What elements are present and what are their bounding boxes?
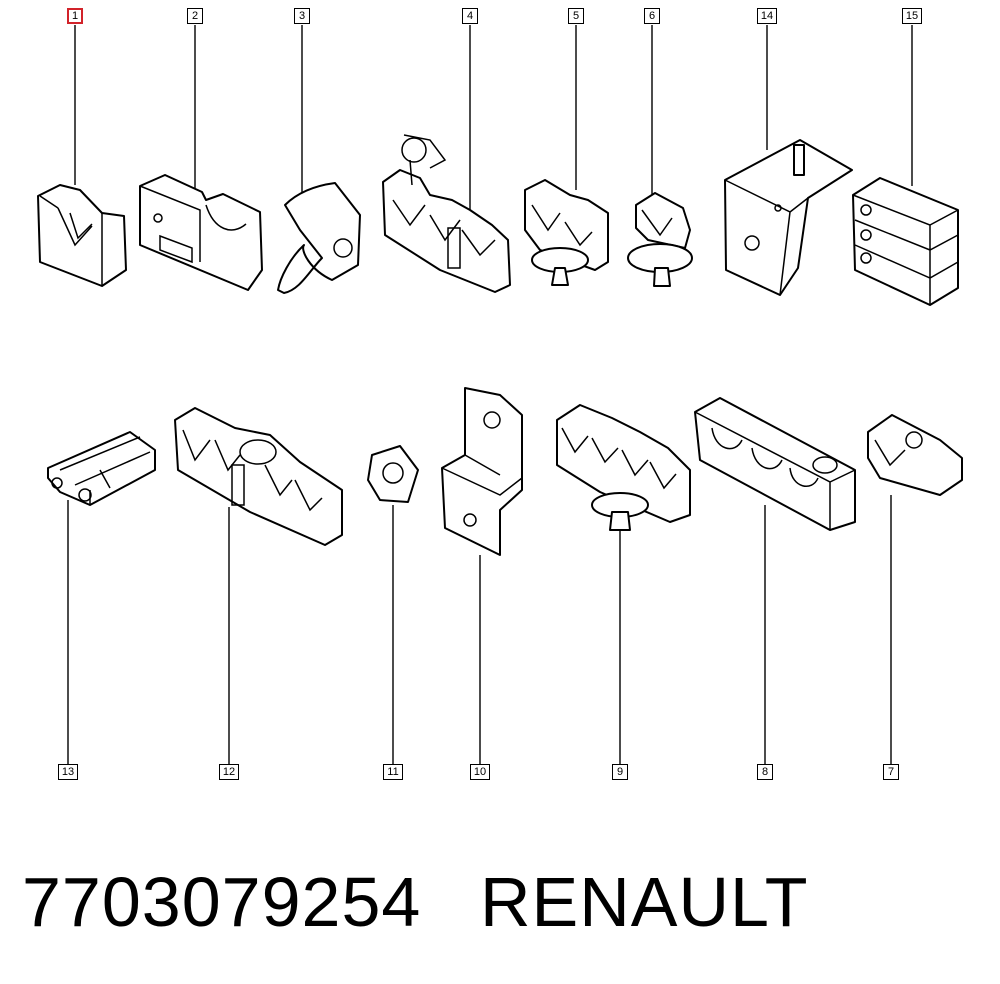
part-4-double-clip <box>382 134 511 293</box>
part-14-angle-bracket <box>724 139 853 296</box>
callout-1[interactable]: 1 <box>67 8 83 24</box>
part-10-z-bracket <box>441 387 523 556</box>
part-12-multi-clip <box>174 407 343 546</box>
part-2-clip <box>139 174 263 291</box>
part-15-multi-tube-block <box>852 177 959 306</box>
part-11-speed-nut <box>367 445 419 503</box>
part-9-quad-pin-clip <box>556 404 691 531</box>
part-5-double-pin-clip <box>524 179 609 286</box>
part-13-rail-strip <box>47 431 156 506</box>
part-number: 7703079254 <box>22 863 422 941</box>
callout-10[interactable]: 10 <box>470 764 490 780</box>
callout-11[interactable]: 11 <box>383 764 403 780</box>
part-8-long-block <box>694 397 856 531</box>
callout-2[interactable]: 2 <box>187 8 203 24</box>
callout-3[interactable]: 3 <box>294 8 310 24</box>
brand-name: RENAULT <box>480 863 809 941</box>
callout-5[interactable]: 5 <box>568 8 584 24</box>
part-3-spring-clip <box>277 182 361 294</box>
part-1-clip <box>37 184 127 287</box>
callout-12[interactable]: 12 <box>219 764 239 780</box>
callout-8[interactable]: 8 <box>757 764 773 780</box>
callout-4[interactable]: 4 <box>462 8 478 24</box>
callout-7[interactable]: 7 <box>883 764 899 780</box>
part-7-base-clip <box>867 414 963 496</box>
callout-13[interactable]: 13 <box>58 764 78 780</box>
callout-6[interactable]: 6 <box>644 8 660 24</box>
callout-15[interactable]: 15 <box>902 8 922 24</box>
callout-14[interactable]: 14 <box>757 8 777 24</box>
part-6-single-pin-clip <box>627 192 693 287</box>
callout-9[interactable]: 9 <box>612 764 628 780</box>
